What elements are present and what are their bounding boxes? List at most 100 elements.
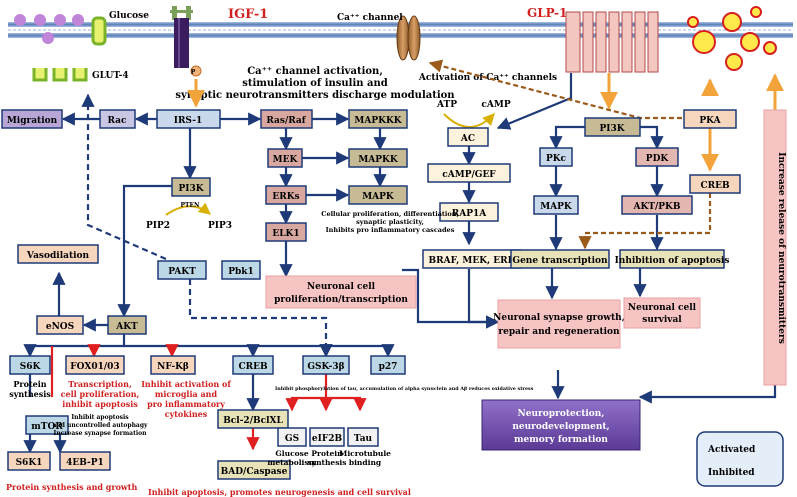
legend-inhibited: Inhibited — [708, 468, 755, 478]
eif-effect-1: Protein — [311, 449, 343, 458]
rasraf-label: Ras/Raf — [266, 116, 306, 126]
mtor-effect-2: and uncontrolled autophagy — [52, 422, 148, 429]
synapse-growth-label-2: repair and regeneration — [498, 327, 620, 337]
4ebp1-node — [59, 451, 111, 471]
pdk-label: PDK — [646, 154, 670, 164]
rap1a-label: RAP1A — [452, 209, 487, 219]
activation-of-ca-text: Activation of Ca⁺⁺ channels — [418, 73, 557, 83]
pi3k-right-node — [584, 117, 641, 137]
neuroprotection-label-2: neurodevelopment, — [512, 422, 609, 432]
akt-node — [107, 315, 147, 335]
s6k-label: S6K — [20, 362, 42, 372]
gsk-node — [302, 355, 350, 375]
erks-node — [265, 185, 307, 205]
nfkb-effect-3: pro inflammatory — [147, 399, 225, 409]
pka-node — [683, 109, 737, 129]
vasodilation-node — [17, 244, 99, 264]
gs-label: GS — [285, 434, 299, 444]
creb-left-node — [232, 355, 274, 375]
calcium-channel-icon — [396, 15, 421, 61]
eif2b-node — [309, 427, 345, 447]
mtor-label: mTOR — [31, 422, 63, 432]
nfkb-label: NF-Kβ — [157, 362, 189, 372]
irs1-label: IRS-1 — [174, 116, 203, 126]
aktpkb-label: AKT/PKB — [633, 202, 681, 212]
neuroprotection-label-3: memory formation — [514, 435, 608, 445]
legend-activated: Activated — [707, 445, 756, 455]
rac-node — [99, 109, 136, 129]
akt-label: AKT — [115, 322, 138, 332]
4ebp1-label: 4EB-P1 — [66, 458, 104, 468]
fox-label: FOX01/03 — [70, 362, 119, 372]
s6k-effect-2: synthesis — [9, 389, 51, 399]
gsk-effect: Inhibit phosphorylation of tau, accumula… — [275, 386, 534, 392]
fox-node — [65, 355, 125, 375]
glp1-receptor-icon — [565, 11, 659, 73]
camp-label: cAMP — [481, 100, 510, 110]
pip3-label: PIP3 — [208, 221, 232, 231]
pakt-node — [157, 260, 207, 280]
bcl2-node — [217, 409, 289, 429]
pdk-node — [635, 147, 679, 167]
indirect-arrows — [81, 93, 333, 358]
glucose-transporter-icon — [14, 14, 107, 82]
neuronal-survival-node — [623, 297, 701, 329]
elk1-node — [265, 222, 307, 242]
ca-activation-text-2: stimulation of insulin and — [242, 78, 388, 89]
mtor-node — [25, 415, 69, 435]
igf1-receptor-icon — [170, 6, 202, 77]
s6k1-label: S6K1 — [16, 458, 43, 468]
neurotransmitter-vesicles-icon — [687, 6, 777, 71]
vasodilation-label: Vasodilation — [26, 251, 90, 261]
tau-label: Tau — [354, 434, 373, 444]
gsk-label: GSK-3β — [307, 362, 344, 372]
mek-label: MEK — [273, 155, 299, 165]
synapse-growth-label-1: Neuronal synapse growth, — [493, 313, 625, 323]
neuroprotection-label-1: Neuroprotection, — [518, 409, 605, 419]
mapk-right-label: MAPK — [540, 202, 573, 212]
bad-node — [217, 460, 291, 480]
enos-label: eNOS — [46, 322, 74, 332]
creb-right-node — [689, 174, 741, 194]
ca-activation-text-3: synaptic neurotransmitters discharge mod… — [175, 90, 455, 101]
mapk-right-node — [533, 195, 579, 215]
ac-node — [447, 127, 489, 147]
mapk-left-label: MAPK — [362, 192, 395, 202]
mtor-effect-1: Inhibit apoptosis — [71, 414, 129, 421]
inhibition-apoptosis-node — [619, 249, 725, 269]
fox-effect-1: Transcription, — [68, 379, 132, 389]
gene-transcription-node — [510, 249, 610, 269]
neuronal-survival-label-1: Neuronal cell — [628, 303, 697, 313]
s6k1-node — [7, 451, 51, 471]
s6k-node — [9, 355, 51, 375]
erks-label: ERKs — [272, 192, 299, 202]
mapk-effect-2: synaptic plasticity, — [356, 218, 424, 226]
s6k1-effect: Protein synthesis and growth — [6, 482, 138, 492]
tau-effect-1: Microtubule — [339, 449, 391, 458]
migration-node — [1, 109, 63, 129]
campgef-node — [427, 163, 511, 183]
bad-label: BAD/Caspase — [221, 467, 288, 477]
mapkkk-label: MAPKKK — [354, 116, 402, 126]
gs-effect-1: Glucose — [275, 449, 308, 458]
campgef-label: cAMP/GEF — [442, 170, 496, 180]
pi3k-left-node — [171, 177, 211, 197]
atp-conversion-arrow — [443, 113, 495, 128]
braf-label: BRAF, MEK, ERK — [429, 256, 517, 266]
aktpkb-node — [621, 195, 693, 215]
glucose-label: Glucose — [109, 11, 149, 21]
pbk1-node — [221, 260, 261, 280]
tau-effect-2: binding — [349, 458, 382, 467]
mapkkk-node — [348, 109, 408, 129]
mapk-effect-3: Inhibits pro inflammatory cascades — [326, 226, 455, 234]
mek-node — [267, 148, 303, 168]
pka-label: PKA — [699, 116, 721, 126]
fox-effect-2: cell proliferation, — [61, 389, 140, 399]
mapk-left-node — [348, 185, 408, 205]
pten-arrow — [165, 202, 211, 216]
phosphate-marker: P — [191, 69, 196, 76]
tau-node — [347, 427, 379, 447]
rap1a-node — [439, 202, 499, 222]
